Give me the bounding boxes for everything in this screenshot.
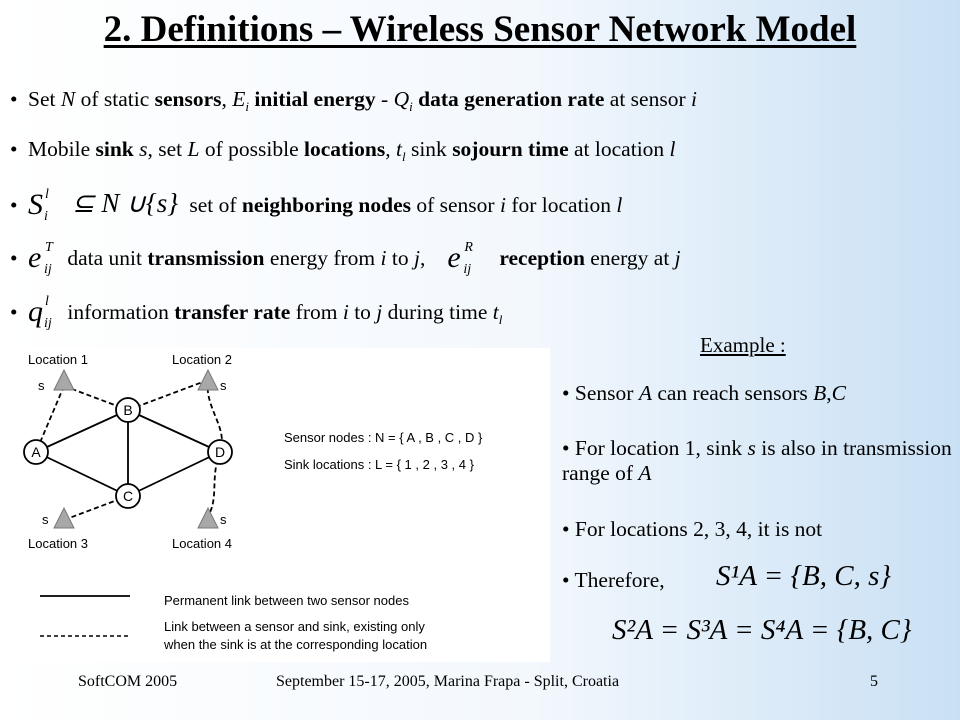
node-d-label: D	[215, 444, 225, 460]
link-b-d	[127, 409, 221, 453]
sink-location-1-icon	[53, 368, 75, 391]
sink-4-s-label: s	[220, 512, 227, 527]
slide-title: 2. Definitions – Wireless Sensor Network…	[103, 9, 857, 50]
node-a-label: A	[31, 444, 41, 460]
location-1-label: Location 1	[28, 352, 88, 367]
footer-conference: SoftCOM 2005	[78, 673, 178, 690]
permanent-links	[35, 409, 221, 497]
link-a-c	[35, 451, 129, 497]
location-4-label: Location 4	[172, 536, 232, 551]
example-bullet-3: • For locations 2, 3, 4, it is not	[562, 517, 823, 541]
sink-location-2-icon	[197, 368, 219, 391]
footer-dates-location: September 15-17, 2005, Marina Frapa - Sp…	[276, 673, 620, 690]
sink-location-4-icon	[197, 506, 219, 529]
node-d-circle	[207, 439, 233, 465]
sink-location-3-icon	[53, 506, 75, 529]
legend-permanent-text: Permanent link between two sensor nodes	[164, 593, 409, 608]
example-bullet-1: • Sensor A can reach sensors B,C	[562, 381, 846, 405]
example-bullet-2: • For location 1, sink s is also in tran…	[562, 436, 952, 485]
sink-locations-text: Sink locations : L = { 1 , 2 , 3 , 4 }	[284, 457, 475, 472]
legend-sink-text-1: Link between a sensor and sink, existing…	[164, 619, 425, 634]
footer-page-number: 5	[870, 673, 878, 690]
formula-s234a: S²A = S³A = S⁴A = {B, C}	[612, 614, 912, 646]
link-a-b	[35, 409, 129, 453]
node-c-circle	[115, 483, 141, 509]
sink-3-s-label: s	[42, 512, 49, 527]
example-bullet-4: • Therefore,	[562, 568, 665, 592]
bullet-sensors: •Set N of static sensors, Ei initial ene…	[10, 87, 697, 114]
sink-2-s-label: s	[220, 378, 227, 393]
bullet-sink: •Mobile sink s, set L of possible locati…	[10, 137, 676, 164]
location-2-label: Location 2	[172, 352, 232, 367]
node-b-circle	[115, 397, 141, 423]
sensor-nodes-text: Sensor nodes : N = { A , B , C , D }	[284, 430, 483, 445]
sink-1-s-label: s	[38, 378, 45, 393]
example-title: Example :	[700, 333, 786, 357]
location-3-label: Location 3	[28, 536, 88, 551]
neighbor-set-formula: ⊆ N ∪{s}	[72, 188, 178, 218]
formula-s1a: S¹A = {B, C, s}	[716, 560, 891, 592]
sink-link-4-d	[207, 451, 221, 517]
network-diagram: A B C D Location 1 Location 2 Location 3…	[14, 348, 550, 662]
node-c-label: C	[123, 488, 133, 504]
sensor-nodes	[23, 397, 233, 509]
node-a-circle	[23, 439, 49, 465]
legend-sink-text-2: when the sink is at the corresponding lo…	[163, 637, 427, 652]
sink-locations	[53, 368, 219, 529]
sink-link-2-b	[127, 379, 209, 411]
network-diagram-svg: A B C D Location 1 Location 2 Location 3…	[23, 352, 483, 652]
link-c-d	[127, 451, 221, 497]
node-b-label: B	[123, 402, 132, 418]
